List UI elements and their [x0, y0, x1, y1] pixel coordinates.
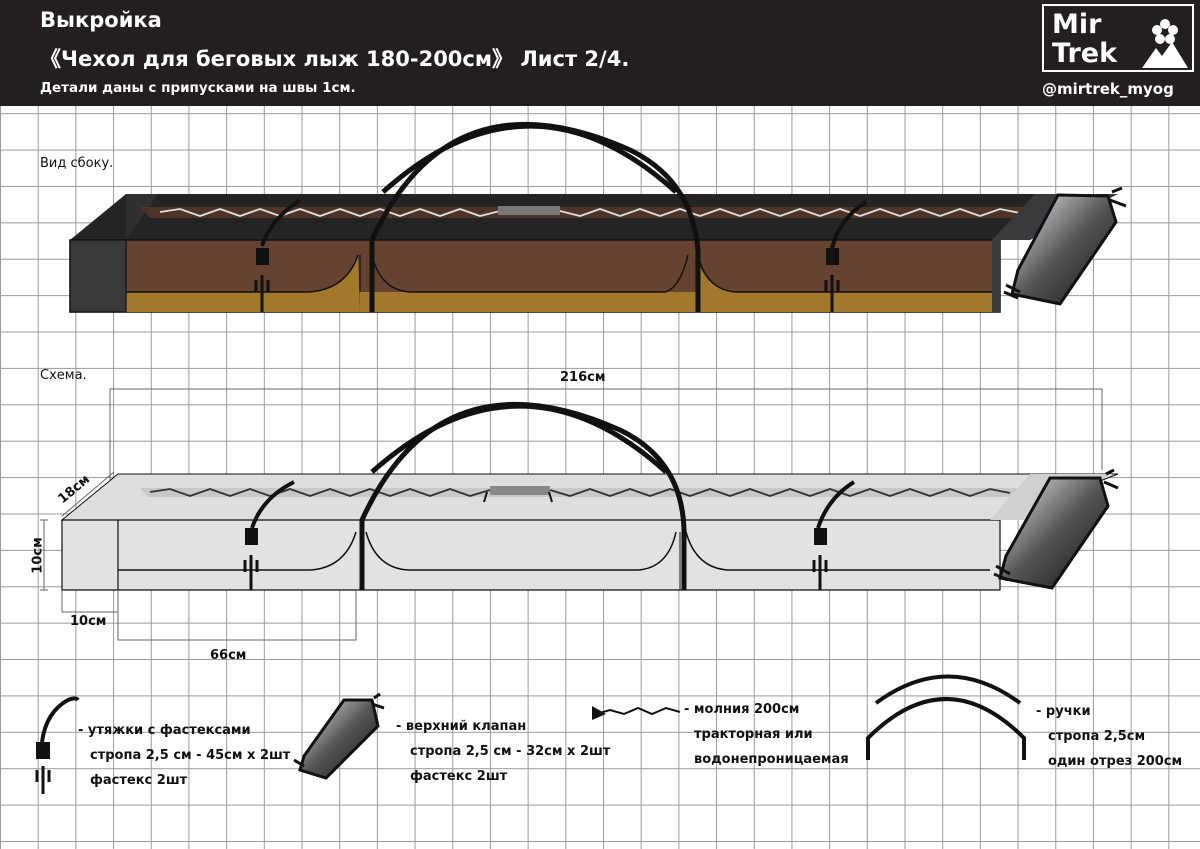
seam-allowance-note: Детали даны с припусками на швы 1см. — [40, 80, 356, 96]
length-dimension: 216см — [560, 370, 606, 385]
side-view-bag — [69, 121, 1127, 313]
strap-legend-icon — [35, 696, 80, 794]
legend-handles: - ручки стропа 2,5см один отрез 200см — [1036, 704, 1183, 769]
flap-legend-icon — [293, 692, 385, 780]
logo-text-1: Mir — [1052, 9, 1102, 40]
flower-mountain-icon — [1142, 19, 1188, 68]
legend-zipper: - молния 200см тракторная или водонепрон… — [684, 702, 849, 767]
scheme-bag — [40, 388, 1119, 641]
section-dimension: 66см — [210, 648, 247, 663]
zipper-legend-icon — [592, 706, 681, 720]
mirtrek-logo: Mir Trek — [1042, 4, 1194, 72]
side-view-label: Вид сбоку. — [40, 156, 114, 171]
height-dimension: 10см — [30, 537, 46, 574]
instagram-handle: @mirtrek_myog — [1042, 80, 1174, 98]
logo-text-2: Trek — [1052, 38, 1118, 69]
header-bar: Выкройка 《Чехол для беговых лыж 180-200с… — [0, 0, 1200, 106]
handles-legend-icon — [866, 674, 1026, 760]
subtitle: 《Чехол для беговых лыж 180-200см》 Лист 2… — [40, 47, 630, 71]
title: Выкройка — [40, 8, 162, 32]
scheme-label: Схема. — [40, 368, 87, 383]
legend-straps: - утяжки с фастексами стропа 2,5 см - 45… — [78, 723, 291, 788]
legend-flap: - верхний клапан стропа 2,5 см - 32см х … — [396, 719, 611, 784]
end-dimension: 10см — [70, 614, 107, 629]
